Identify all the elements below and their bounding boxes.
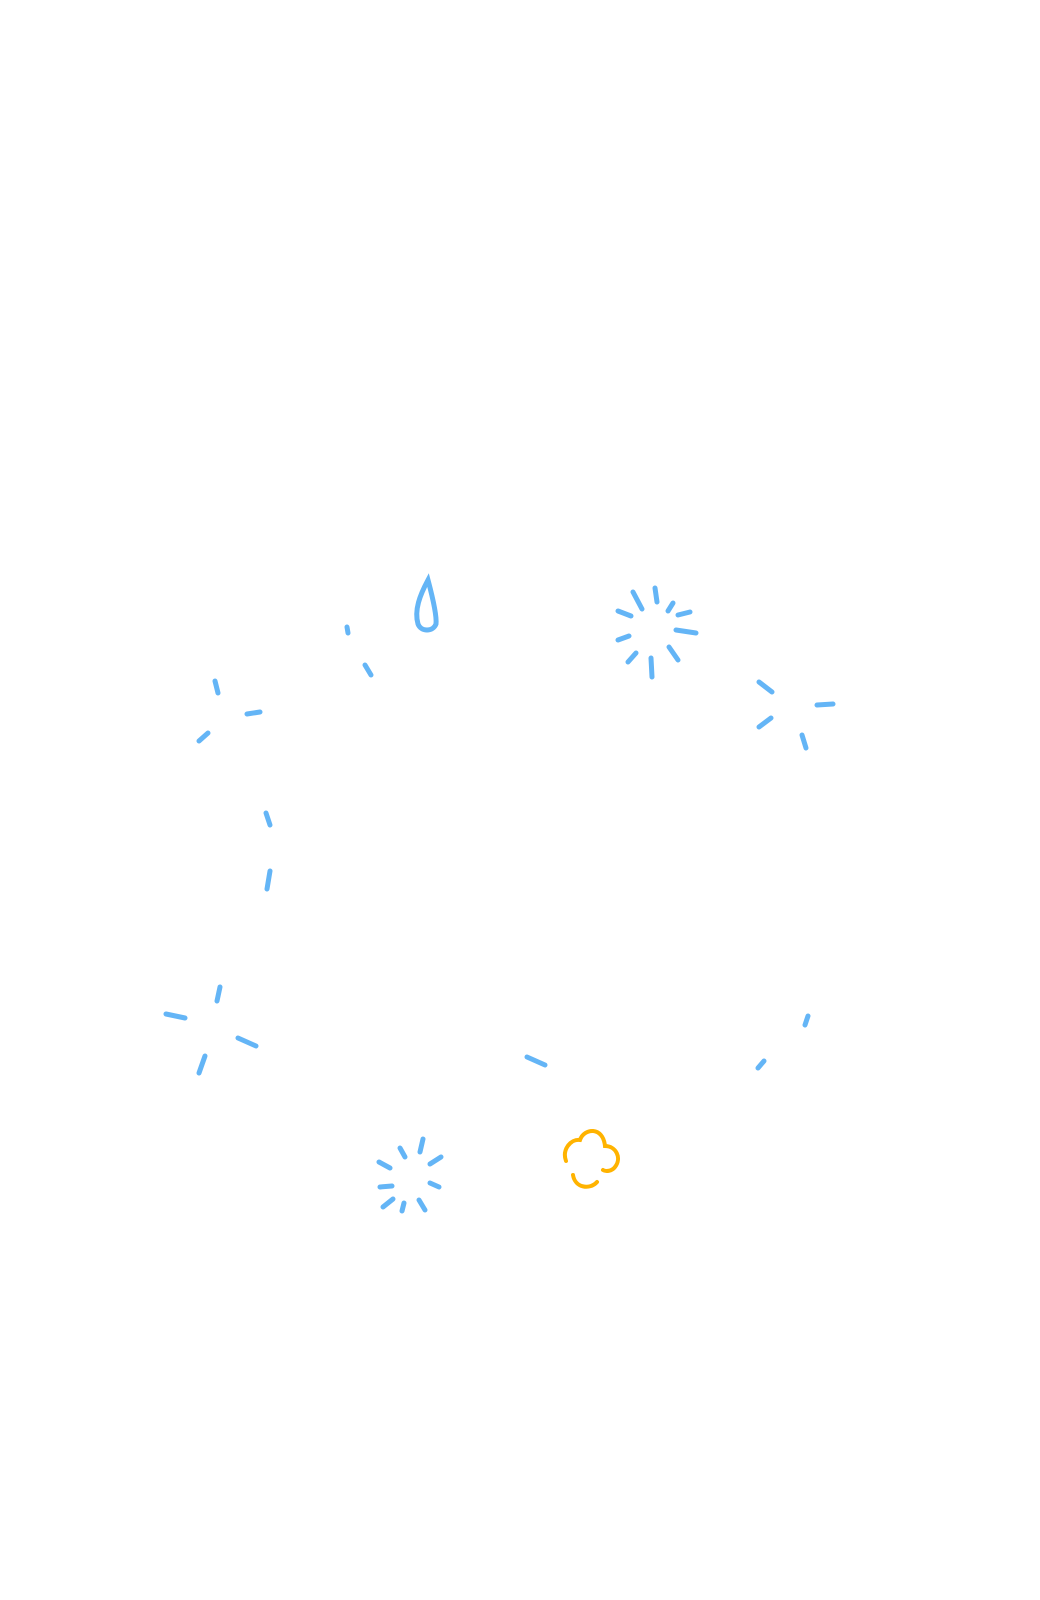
scattered-dash-marks xyxy=(163,624,836,1076)
raindrop-icon xyxy=(414,573,439,633)
sparkle-icon xyxy=(376,1136,444,1214)
cloud-icon xyxy=(563,1129,620,1189)
sparkle-icon xyxy=(615,585,699,680)
